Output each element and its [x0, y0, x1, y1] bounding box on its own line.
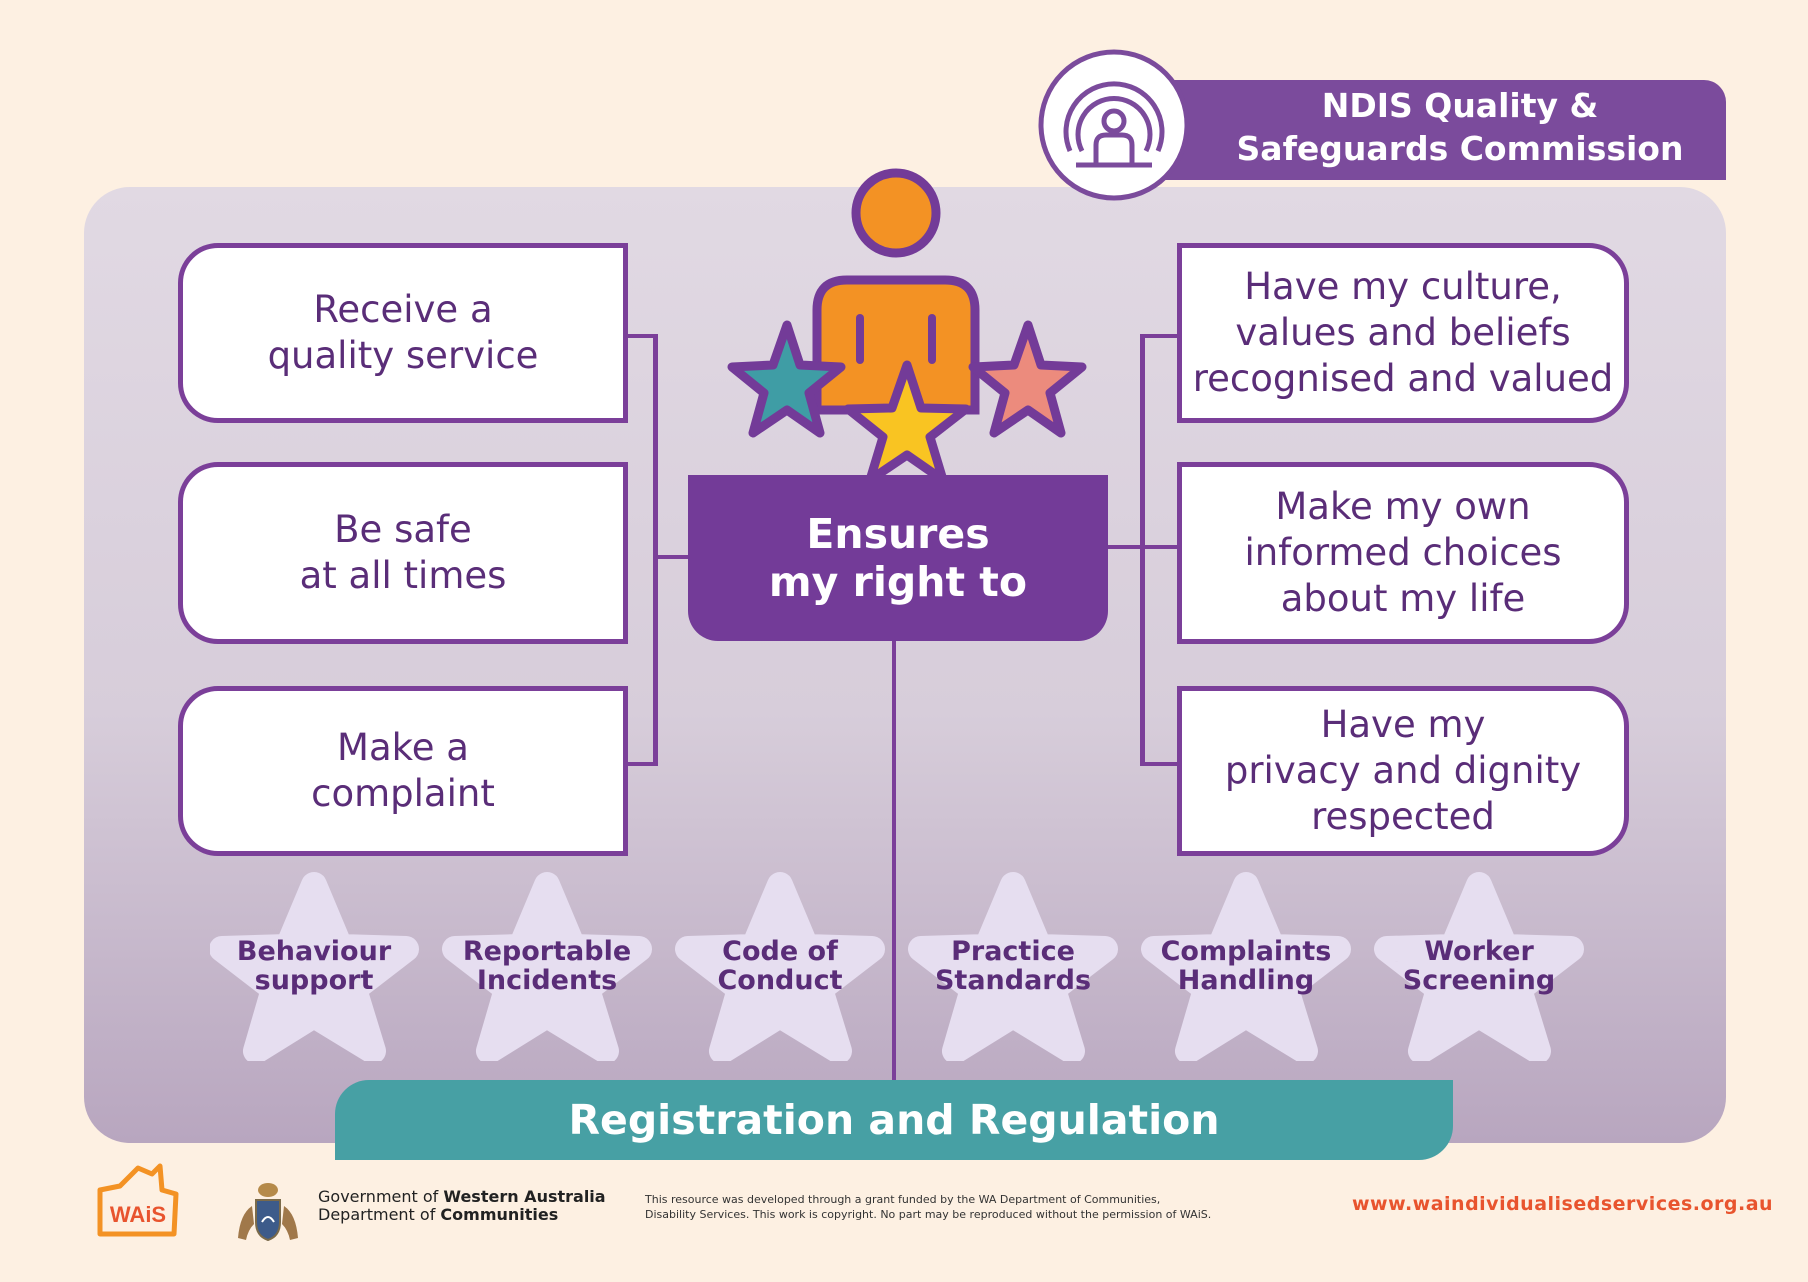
ndis-banner: [1160, 80, 1726, 180]
left-connector: [653, 334, 658, 766]
star-practice-standards: [908, 872, 1118, 1061]
copyright-note-line2: Disability Services. This work is copyri…: [645, 1208, 1212, 1221]
ndis-title: NDIS Quality & Safeguards Commission: [1210, 84, 1710, 170]
left-connector-mid: [653, 555, 691, 559]
star-label-behaviour-support: Behaviour support: [236, 936, 392, 996]
registration-regulation-bar: Registration and Regulation: [335, 1080, 1453, 1160]
ndis-title-line2: Safeguards Commission: [1236, 129, 1684, 168]
center-stem: [892, 640, 896, 1082]
star-behaviour-support: [210, 872, 419, 1061]
right-box-quality-service: Receive a quality service: [178, 243, 628, 423]
dept-name: Communities: [440, 1205, 559, 1224]
ndis-title-line1: NDIS Quality &: [1321, 86, 1599, 125]
person-with-stars-illustration: [727, 168, 1087, 485]
website-link[interactable]: www.waindividualisedservices.org.au: [1352, 1193, 1774, 1215]
commission-person-icon: [1038, 49, 1190, 201]
star-code-of-conduct: [675, 872, 885, 1061]
ensures-my-right-box: Ensures my right to: [688, 475, 1108, 641]
gov-name: Western Australia: [443, 1187, 606, 1206]
wais-logo: WAiS: [97, 1163, 179, 1237]
right-box-informed-choices: Make my own informed choices about my li…: [1177, 462, 1629, 644]
star-complaints-handling: [1141, 872, 1351, 1061]
person-icon: [812, 168, 980, 415]
right-connector-mid: [1105, 545, 1180, 549]
right-box-culture-values: Have my culture, values and beliefs reco…: [1177, 243, 1629, 423]
right-box-be-safe: Be safe at all times: [178, 462, 628, 644]
teal-star-icon: [727, 320, 846, 438]
right-box-privacy-dignity: Have my privacy and dignity respected: [1177, 686, 1629, 856]
right-connector-top: [1140, 334, 1180, 338]
right-box-make-complaint: Make a complaint: [178, 686, 628, 856]
copyright-note: This resource was developed through a gr…: [645, 1192, 1305, 1222]
star-reportable-incidents: [442, 872, 652, 1061]
yellow-star-icon: [843, 360, 971, 485]
star-label-practice-standards: Practice Standards: [934, 936, 1092, 996]
star-label-reportable-incidents: Reportable Incidents: [462, 936, 632, 996]
star-label-worker-screening: Worker Screening: [1402, 936, 1556, 996]
government-credit: Government of Western Australia Departme…: [318, 1188, 606, 1224]
star-label-code-of-conduct: Code of Conduct: [717, 936, 843, 996]
dept-prefix: Department of: [318, 1205, 441, 1224]
government-line: Government of Western Australia: [318, 1188, 606, 1206]
right-connector: [1140, 334, 1145, 766]
star-worker-screening: [1374, 872, 1584, 1061]
gov-prefix: Government of: [318, 1187, 444, 1206]
star-label-complaints-handling: Complaints Handling: [1160, 936, 1332, 996]
pillar-stars: [210, 872, 1584, 1061]
svg-text:WAiS: WAiS: [110, 1202, 166, 1227]
left-connector-top: [626, 334, 656, 338]
right-connector-bottom: [1140, 762, 1180, 766]
left-connector-bottom: [626, 762, 656, 766]
copyright-note-line1: This resource was developed through a gr…: [645, 1193, 1161, 1206]
wa-government-crest-icon: [238, 1183, 298, 1242]
pink-star-icon: [968, 320, 1087, 438]
department-line: Department of Communities: [318, 1206, 606, 1224]
